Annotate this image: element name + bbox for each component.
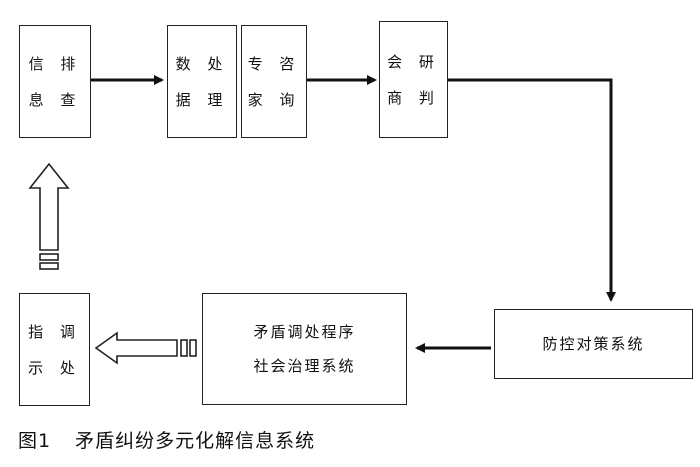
node-consultation-judgment: 会 研 商 判 — [379, 21, 448, 138]
node-guidance: 指 调 示 处 — [19, 293, 90, 406]
figure-caption: 图1 矛盾纠纷多元化解信息系统 — [18, 426, 315, 453]
node-text-line: 信 排 — [28, 54, 82, 73]
node-text-line: 数 处 — [175, 54, 229, 73]
node-text-line: 社会治理系统 — [253, 357, 356, 375]
figure-label: 图1 — [18, 430, 52, 452]
node-expert-consultation: 专 咨 家 询 — [241, 25, 307, 138]
arrow-judgment-to-prevention — [448, 78, 616, 302]
node-text-line: 商 判 — [387, 88, 440, 107]
node-prevention-control: 防控对策系统 — [494, 309, 693, 379]
node-data-processing: 数 处 据 理 — [167, 25, 237, 138]
node-info-investigation: 信 排 息 查 — [19, 25, 91, 138]
node-text-line: 防控对策系统 — [542, 335, 645, 353]
hollow-left-arrow — [94, 331, 197, 365]
node-text-line: 家 询 — [247, 90, 301, 109]
node-text-line: 指 调 — [28, 322, 81, 341]
figure-title: 矛盾纠纷多元化解信息系统 — [75, 430, 316, 452]
node-text-line: 据 理 — [175, 90, 229, 109]
node-text-line: 会 研 — [387, 52, 440, 71]
hollow-up-arrow — [28, 162, 70, 270]
node-text-line: 示 处 — [28, 358, 81, 377]
node-social-governance: 矛盾调处程序 社会治理系统 — [202, 293, 407, 405]
node-text-line: 专 咨 — [247, 54, 301, 73]
node-text-line: 息 查 — [28, 90, 82, 109]
node-text-line: 矛盾调处程序 — [253, 323, 356, 341]
